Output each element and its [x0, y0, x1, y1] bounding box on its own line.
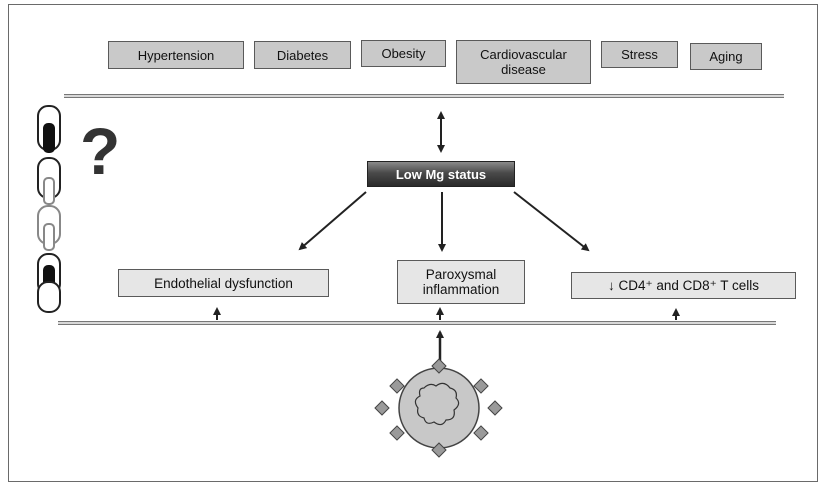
risk-factor-diabetes: Diabetes — [254, 41, 351, 69]
virus-icon — [374, 358, 503, 458]
risk-factor-aging: Aging — [690, 43, 762, 70]
arrow-to-endothelial — [298, 191, 367, 251]
upper-divider-line — [64, 94, 784, 98]
risk-factor-stress: Stress — [601, 41, 678, 68]
outcome-endothelial-dysfunction: Endothelial dysfunction — [118, 269, 329, 297]
risk-factor-hypertension: Hypertension — [108, 41, 244, 69]
question-mark: ? — [80, 114, 121, 188]
outcome-paroxysmal-inflammation: Paroxysmal inflammation — [397, 260, 525, 304]
risk-factor-cardiovascular-disease: Cardiovascular disease — [456, 40, 591, 84]
chain-icon — [37, 105, 61, 313]
arrow-to-t-cells — [513, 191, 590, 252]
risk-factor-obesity: Obesity — [361, 40, 446, 67]
outcome-t-cells: ↓ CD4⁺ and CD8⁺ T cells — [571, 272, 796, 299]
lower-divider-line — [58, 321, 776, 325]
low-mg-status-box: Low Mg status — [367, 161, 515, 187]
